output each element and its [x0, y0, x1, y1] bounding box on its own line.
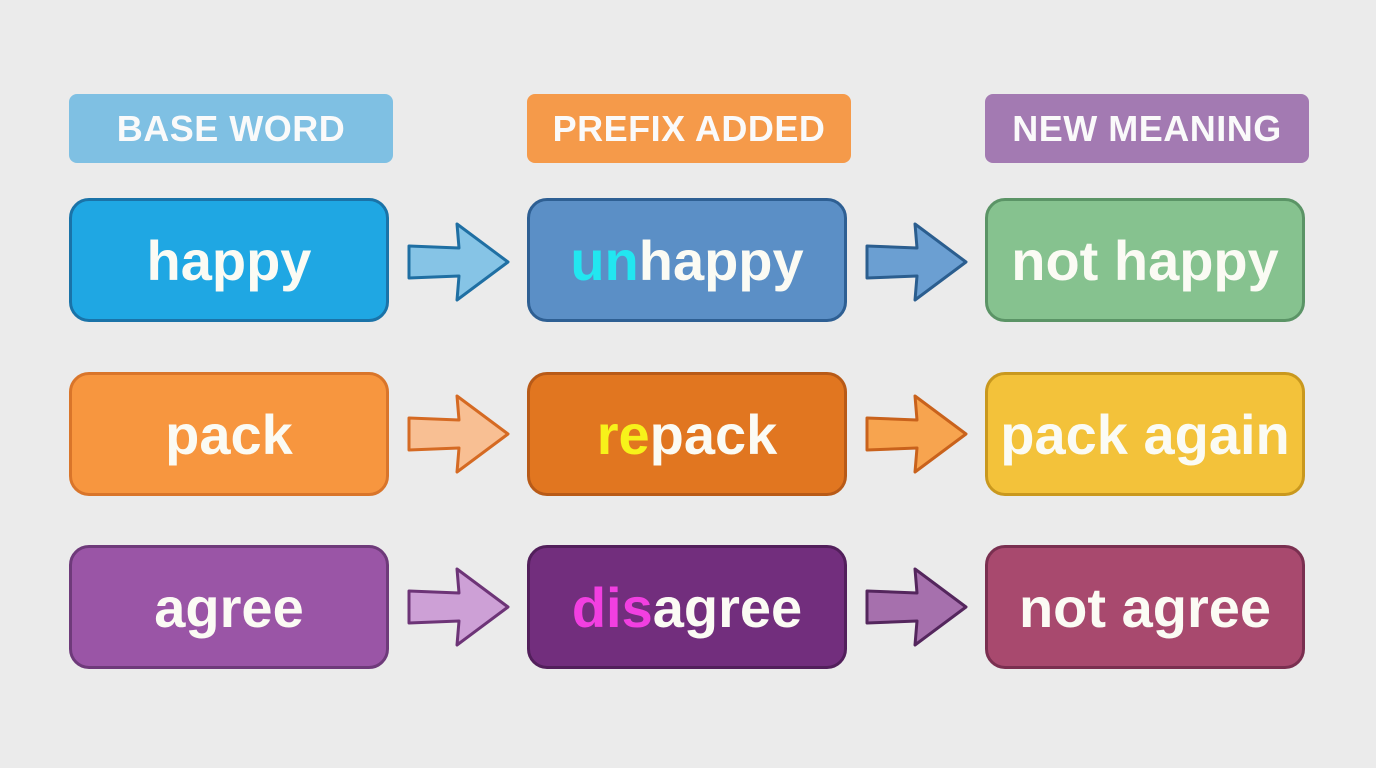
arrow-right-icon: [407, 222, 510, 302]
arrow-right-icon: [407, 567, 510, 647]
root-text: agree: [652, 575, 803, 639]
prefix-text: dis: [571, 575, 653, 639]
root-text: happy: [638, 228, 804, 292]
meaning-box-pack-again: pack again: [985, 372, 1305, 496]
base-word-text: pack: [165, 402, 293, 466]
base-word-text: happy: [146, 228, 312, 292]
arrow-right-icon: [865, 567, 968, 647]
prefix-text: un: [570, 228, 639, 292]
header-new-meaning: NEW MEANING: [985, 94, 1309, 163]
meaning-box-not-happy: not happy: [985, 198, 1305, 322]
meaning-text: not happy: [1011, 228, 1279, 292]
prefix-text: re: [596, 402, 650, 466]
root-text: pack: [649, 402, 778, 466]
meaning-text: pack again: [1000, 402, 1290, 466]
base-word-box-pack: pack: [69, 372, 389, 496]
arrow-right-icon: [865, 394, 968, 474]
base-word-box-agree: agree: [69, 545, 389, 669]
arrow-right-icon: [865, 222, 968, 302]
arrow-right-icon: [407, 394, 510, 474]
base-word-box-happy: happy: [69, 198, 389, 322]
meaning-text: not agree: [1018, 575, 1272, 639]
base-word-text: agree: [154, 575, 304, 639]
header-base-word: BASE WORD: [69, 94, 393, 163]
meaning-box-not-agree: not agree: [985, 545, 1305, 669]
header-prefix-added: PREFIX ADDED: [527, 94, 851, 163]
